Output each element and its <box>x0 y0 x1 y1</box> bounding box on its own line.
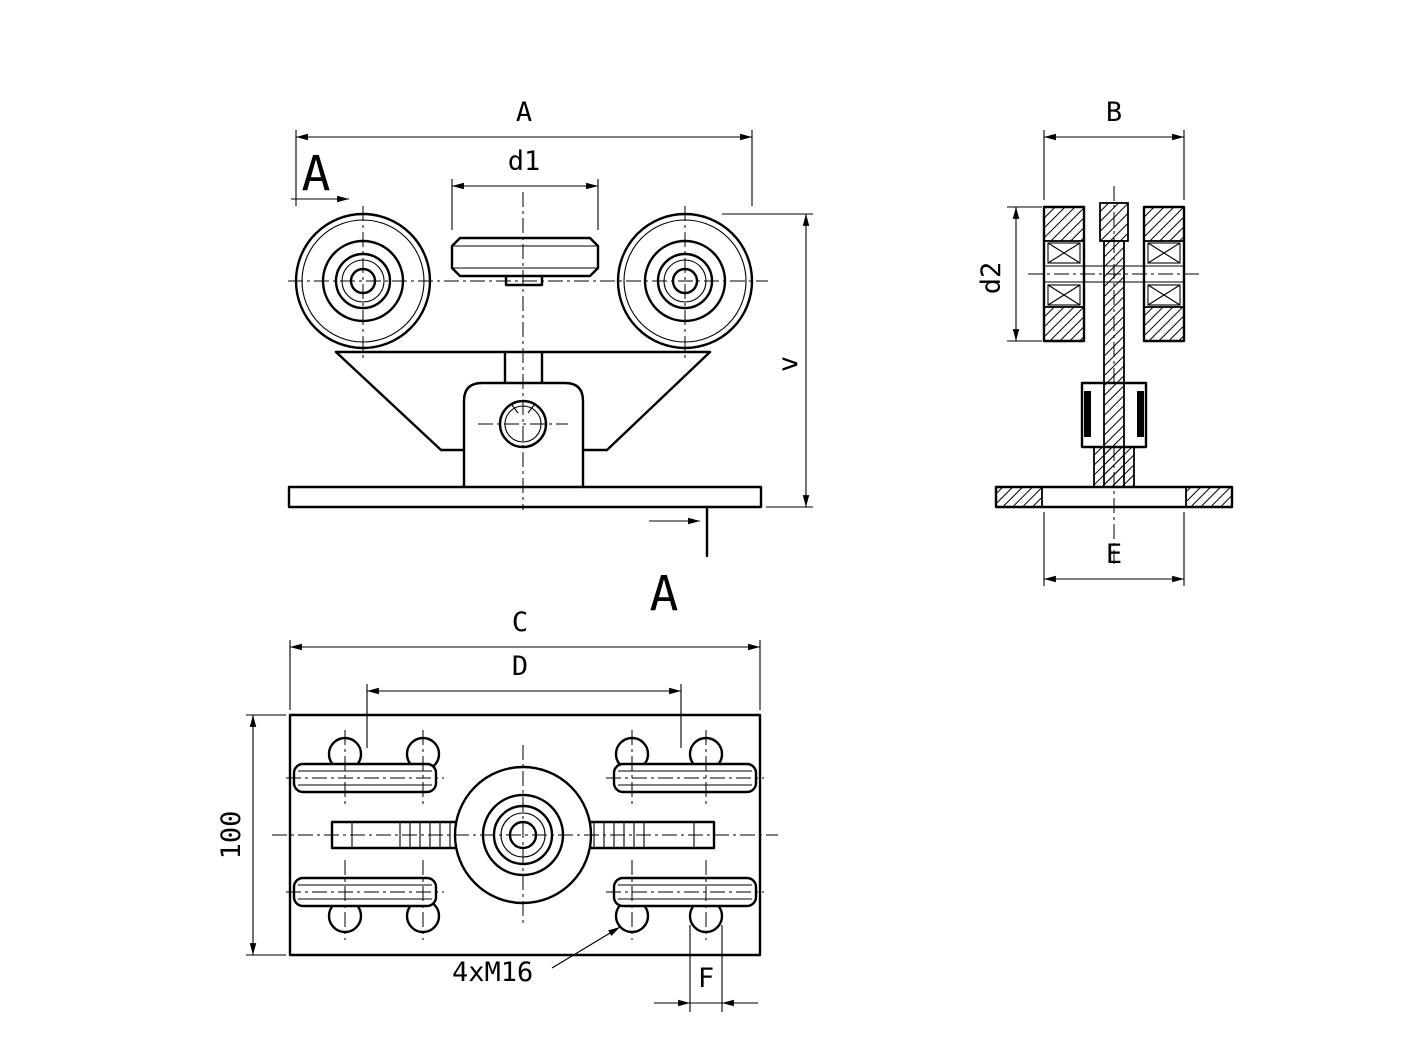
carriage-bracket <box>334 350 712 489</box>
dim-label-d: D <box>512 651 528 682</box>
front-view: A A A d1 v <box>287 97 813 622</box>
top-view: C D 100 F 4xM16 <box>216 607 778 1012</box>
thread-note: 4xM16 <box>452 926 621 988</box>
dim-f: F <box>654 925 758 1012</box>
dim-d1: d1 <box>451 146 599 230</box>
thread-note-label: 4xM16 <box>452 957 533 988</box>
left-roller <box>294 212 432 350</box>
section-label-a-top: A <box>302 146 331 202</box>
pivot-bore <box>498 399 548 449</box>
dim-label-100: 100 <box>216 811 247 860</box>
bearing-icon <box>1147 284 1181 306</box>
dim-v: v <box>722 213 813 508</box>
bolt-head <box>1099 202 1129 242</box>
dim-100: 100 <box>216 714 286 956</box>
dim-b: B <box>1043 97 1185 200</box>
seal-band-right <box>1137 391 1144 437</box>
bearing-icon <box>1047 284 1081 306</box>
bearing-icon <box>1147 242 1181 264</box>
leader-line <box>551 926 621 969</box>
bearing-icon <box>1047 242 1081 264</box>
dim-a: A <box>295 97 753 206</box>
dim-label-v: v <box>773 356 804 372</box>
wheel-section-left <box>1042 205 1086 343</box>
spacer-collar <box>1093 446 1135 488</box>
dim-d2: d2 <box>976 206 1042 342</box>
dim-label-b: B <box>1106 97 1122 128</box>
dim-e: E <box>1043 512 1185 586</box>
dim-label-f: F <box>698 963 714 994</box>
dim-label-d2: d2 <box>976 262 1007 295</box>
dim-d: D <box>366 651 682 748</box>
section-indicator-bottom: A <box>649 505 709 622</box>
mounting-plate <box>287 485 763 509</box>
seal-band-left <box>1084 391 1091 437</box>
section-label-a-bottom: A <box>650 566 679 622</box>
wheel-section-right <box>1142 205 1186 343</box>
dim-label-c: C <box>512 607 528 638</box>
dim-label-a: A <box>516 97 532 128</box>
right-roller <box>616 212 754 350</box>
dim-c: C <box>289 607 761 710</box>
side-view: B d2 E <box>976 97 1234 586</box>
dim-label-d1: d1 <box>508 146 541 177</box>
dim-label-e: E <box>1106 539 1122 570</box>
section-indicator-top: A <box>291 146 349 203</box>
rail-profile <box>450 236 600 287</box>
